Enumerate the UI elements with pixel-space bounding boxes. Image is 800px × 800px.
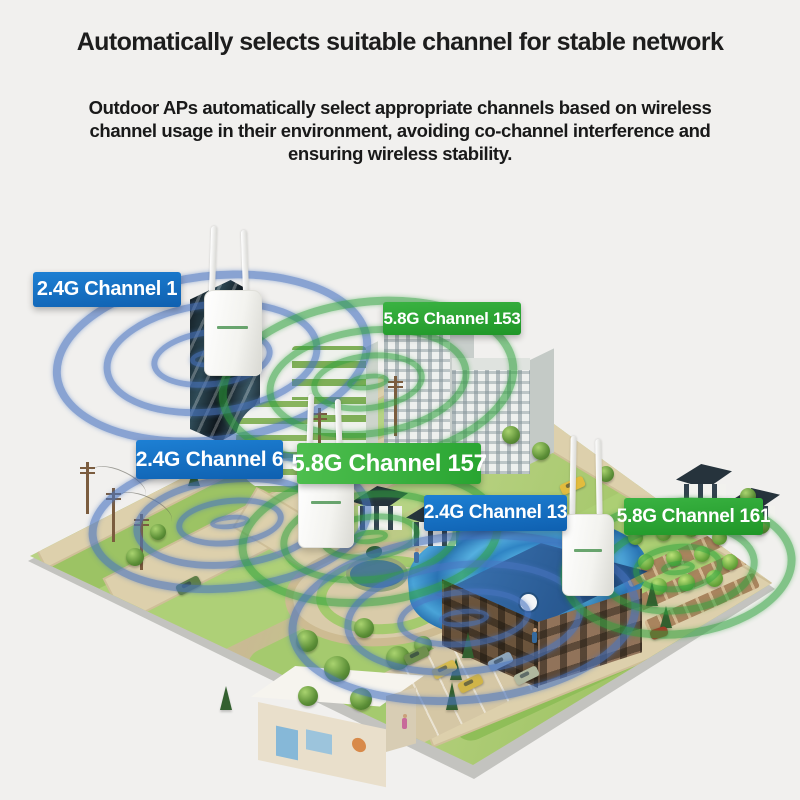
ap-brand-logo [574,548,602,552]
page-title: Automatically selects suitable channel f… [76,28,724,56]
power-pole [80,462,95,514]
house [352,486,408,532]
channel-label-2-4g-6: 2.4G Channel 6 [136,440,284,479]
tree [296,630,318,652]
ap-antenna [569,435,577,517]
tree [350,688,372,710]
ap-antenna [595,438,603,517]
tree [324,656,350,682]
ap-brand-logo [217,326,249,330]
channel-label-5-8g-157: 5.8G Channel 157 [291,443,487,484]
conifer-tree [220,686,232,710]
person [414,548,419,563]
channel-label-5-8g-161: 5.8G Channel 161 [617,498,771,535]
ap-body [562,514,614,596]
orchard-tree [678,574,695,591]
orchard-tree [706,570,723,587]
page-description: Outdoor APs automatically select appropr… [88,97,712,164]
power-pole [134,514,149,570]
conifer-tree [462,632,474,658]
fountain [346,556,408,592]
tree [354,618,374,638]
orchard-tree [638,554,654,570]
channel-label-2-4g-1: 2.4G Channel 1 [33,272,181,307]
power-pole [312,408,327,460]
orchard-tree [722,554,738,570]
conifer-tree [446,682,458,710]
shop-door [276,725,298,761]
conifer-tree [646,582,658,606]
orchard-tree [694,546,710,562]
office-roof [452,358,530,370]
tree [150,524,166,540]
person [402,714,407,729]
ap-antenna [208,225,218,299]
ap-body [204,290,262,376]
tree [502,426,520,444]
office-building [384,307,480,466]
outdoor-ap-device [202,225,264,376]
orchard-tree [666,550,682,566]
fountain-palm [366,546,382,558]
channel-label-5-8g-153: 5.8G Channel 153 [383,302,521,335]
channel-label-2-4g-13: 2.4G Channel 13 [424,495,567,531]
power-pole [106,488,121,542]
outdoor-ap-device [562,435,618,596]
tree [532,442,550,460]
tree [126,548,144,566]
conifer-tree [660,606,672,628]
tree [298,686,318,706]
person [532,628,537,643]
ap-brand-logo [310,500,341,504]
house-wall [358,506,402,530]
ap-antenna [240,229,250,297]
school-clock [518,592,539,613]
office-front-wall [384,326,450,462]
power-pole [388,376,403,436]
